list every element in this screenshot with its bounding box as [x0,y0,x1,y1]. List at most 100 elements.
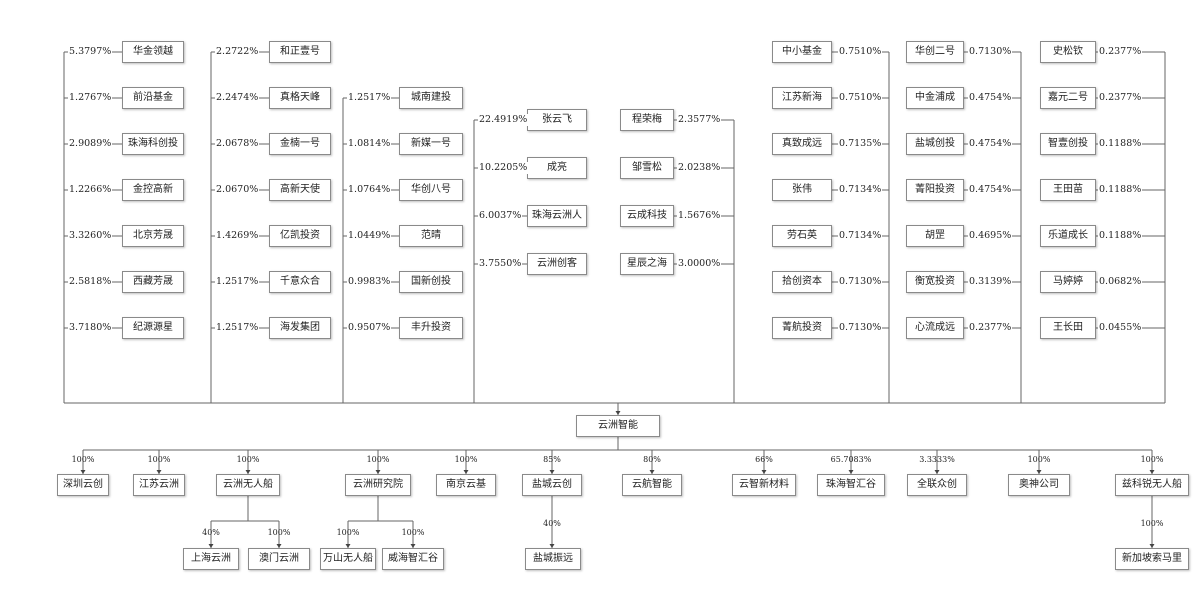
shareholder-box: 智壹创投 [1040,133,1096,155]
shareholder-box: 北京芳晟 [122,225,184,247]
shareholder-box: 史松钦 [1040,41,1096,63]
shareholder-box: 千意众合 [269,271,331,293]
shareholding-pct: 1.0449% [347,230,392,242]
arrow-head [761,470,767,474]
shareholding-pct: 1.5676% [677,210,722,222]
shareholder-box: 王田苗 [1040,179,1096,201]
shareholding-pct: 0.7135% [838,138,883,150]
subsidiary-box: 兹科锐无人船 [1115,474,1189,496]
shareholder-box: 劳石英 [772,225,832,247]
subsidiary-box: 盐城云创 [522,474,582,496]
arrow-head [156,470,162,474]
shareholding-pct: 2.2474% [215,92,260,104]
shareholding-pct: 0.9983% [347,276,392,288]
arrow-head [245,470,251,474]
shareholder-box: 张云飞 [527,109,587,131]
arrow-head [463,470,469,474]
shareholding-pct: 1.2517% [347,92,392,104]
target-company-box: 云洲智能 [576,415,660,437]
subsidiary-pct: 100% [336,528,360,537]
subsidiary-box: 江苏云洲 [133,474,185,496]
shareholder-box: 菁航投资 [772,317,832,339]
shareholder-box: 嘉元二号 [1040,87,1096,109]
shareholding-pct: 10.2205% [478,162,529,174]
shareholding-pct: 3.7550% [478,258,523,270]
arrow-head [649,470,655,474]
subsidiary-pct: 100% [366,455,390,464]
subsidiary-box: 云洲无人船 [216,474,280,496]
shareholding-pct: 0.1188% [1098,138,1143,150]
arrow-head [410,544,416,548]
shareholder-box: 珠海云洲人 [527,205,587,227]
shareholder-box: 星辰之海 [620,253,674,275]
shareholding-pct: 2.2722% [215,46,260,58]
shareholding-pct: 0.7130% [838,322,883,334]
shareholder-box: 菁阳投资 [906,179,964,201]
shareholding-pct: 2.3577% [677,114,722,126]
subsidiary-box: 万山无人船 [320,548,376,570]
subsidiary-pct: 100% [454,455,478,464]
arrow-head [276,544,282,548]
shareholder-box: 张伟 [772,179,832,201]
shareholder-box: 真格天峰 [269,87,331,109]
shareholding-pct: 6.0037% [478,210,523,222]
shareholder-box: 盐城创投 [906,133,964,155]
shareholder-box: 王长田 [1040,317,1096,339]
shareholder-box: 丰升投资 [399,317,463,339]
shareholder-box: 云成科技 [620,205,674,227]
shareholder-box: 高新天使 [269,179,331,201]
shareholding-pct: 0.1188% [1098,230,1143,242]
shareholder-box: 范晴 [399,225,463,247]
shareholding-pct: 0.7130% [968,46,1013,58]
arrow-head [345,544,351,548]
subsidiary-box: 盐城振远 [525,548,581,570]
subsidiary-pct: 100% [1140,519,1164,528]
shareholding-pct: 0.4695% [968,230,1013,242]
shareholder-box: 拾创资本 [772,271,832,293]
subsidiary-pct: 100% [147,455,171,464]
shareholding-pct: 3.3260% [68,230,113,242]
shareholder-box: 前沿基金 [122,87,184,109]
shareholder-box: 城南建投 [399,87,463,109]
arrow-head [848,470,854,474]
shareholder-box: 金楠一号 [269,133,331,155]
shareholding-pct: 3.0000% [677,258,722,270]
arrow-head [1036,470,1042,474]
subsidiary-pct: 100% [1027,455,1051,464]
arrow-head [549,544,555,548]
shareholder-box: 乐道成长 [1040,225,1096,247]
subsidiary-box: 全联众创 [907,474,967,496]
shareholding-pct: 0.2377% [1098,46,1143,58]
shareholding-pct: 1.4269% [215,230,260,242]
shareholding-pct: 1.0764% [347,184,392,196]
subsidiary-box: 云智新材料 [732,474,796,496]
shareholding-pct: 1.2517% [215,322,260,334]
shareholding-pct: 0.3139% [968,276,1013,288]
shareholding-pct: 1.2767% [68,92,113,104]
shareholder-box: 马婷婷 [1040,271,1096,293]
shareholder-box: 成亮 [527,157,587,179]
shareholding-pct: 1.2266% [68,184,113,196]
arrow-head [1149,470,1155,474]
shareholding-pct: 2.0678% [215,138,260,150]
subsidiary-pct: 100% [267,528,291,537]
shareholding-pct: 2.0238% [677,162,722,174]
shareholder-box: 金控高新 [122,179,184,201]
shareholding-pct: 0.4754% [968,138,1013,150]
shareholding-pct: 2.9089% [68,138,113,150]
shareholding-pct: 0.7510% [838,92,883,104]
shareholding-pct: 3.7180% [68,322,113,334]
subsidiary-box: 珠海智汇谷 [817,474,885,496]
shareholder-box: 程荣梅 [620,109,674,131]
shareholding-pct: 1.0814% [347,138,392,150]
shareholder-box: 中金浦成 [906,87,964,109]
arrow-head [549,470,555,474]
shareholding-pct: 2.5818% [68,276,113,288]
subsidiary-box: 奥神公司 [1008,474,1070,496]
shareholder-box: 国新创投 [399,271,463,293]
shareholder-box: 和正壹号 [269,41,331,63]
subsidiary-pct: 66% [755,455,773,464]
shareholder-box: 真致成远 [772,133,832,155]
shareholder-box: 心流成远 [906,317,964,339]
shareholding-pct: 0.0682% [1098,276,1143,288]
